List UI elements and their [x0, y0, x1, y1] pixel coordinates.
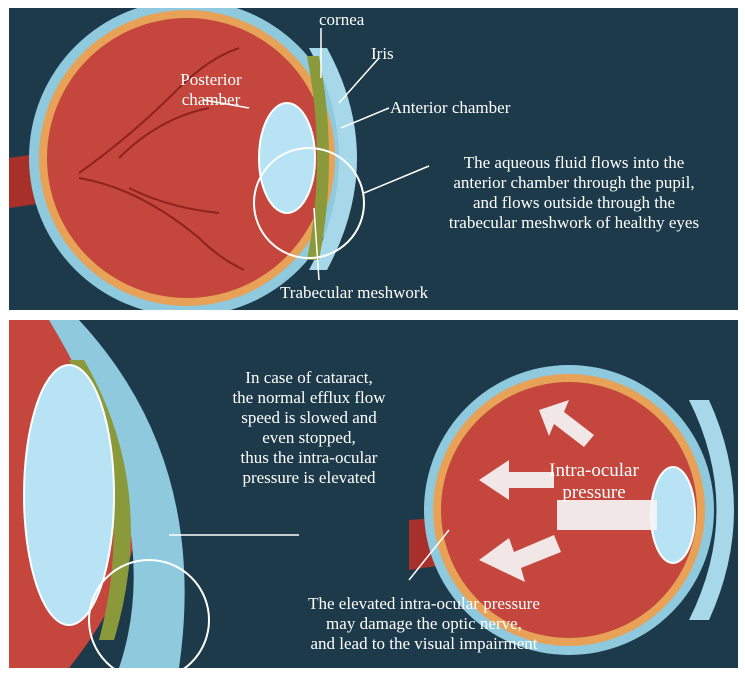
- damage-note-line-3: and lead to the visual impairment: [249, 634, 599, 654]
- cataract-note-line-1: In case of cataract,: [219, 368, 399, 388]
- damage-note-line-1: The elevated intra-ocular pressure: [249, 594, 599, 614]
- pressure-label: Intra-ocular pressure: [534, 460, 654, 504]
- cornea-label: cornea: [319, 10, 364, 30]
- aqueous-note-line-4: trabecular meshwork of healthy eyes: [409, 213, 738, 233]
- cataract-note-line-4: even stopped,: [219, 428, 399, 448]
- posterior-chamber-line-1: Posterior: [166, 70, 256, 90]
- cataract-note-line-5: thus the intra-ocular: [219, 448, 399, 468]
- damage-note: The elevated intra-ocular pressure may d…: [249, 594, 599, 654]
- iris-label: Iris: [371, 44, 394, 64]
- posterior-chamber-line-2: chamber: [166, 90, 256, 110]
- posterior-chamber-label: Posterior chamber: [166, 70, 256, 110]
- aqueous-note: The aqueous fluid flows into the anterio…: [409, 153, 738, 233]
- aqueous-note-line-2: anterior chamber through the pupil,: [409, 173, 738, 193]
- cataract-note-line-2: the normal efflux flow: [219, 388, 399, 408]
- pressure-label-line-1: Intra-ocular: [534, 460, 654, 482]
- bottom-eye-panel: In case of cataract, the normal efflux f…: [9, 320, 738, 668]
- top-eye-panel: cornea Iris Posterior chamber Anterior c…: [9, 8, 738, 310]
- aqueous-note-line-1: The aqueous fluid flows into the: [409, 153, 738, 173]
- damage-note-line-2: may damage the optic nerve,: [249, 614, 599, 634]
- pressure-label-line-2: pressure: [534, 482, 654, 504]
- anterior-chamber-label: Anterior chamber: [390, 98, 510, 118]
- lens-shape: [259, 103, 315, 213]
- trabecular-label: Trabecular meshwork: [280, 283, 428, 303]
- pressure-arrow-center: [557, 500, 657, 530]
- aqueous-note-line-3: and flows outside through the: [409, 193, 738, 213]
- cataract-note-line-6: pressure is elevated: [219, 468, 399, 488]
- right-lens: [651, 467, 695, 563]
- cataract-note: In case of cataract, the normal efflux f…: [219, 368, 399, 488]
- cataract-note-line-3: speed is slowed and: [219, 408, 399, 428]
- bottom-leader-lines: [169, 530, 449, 580]
